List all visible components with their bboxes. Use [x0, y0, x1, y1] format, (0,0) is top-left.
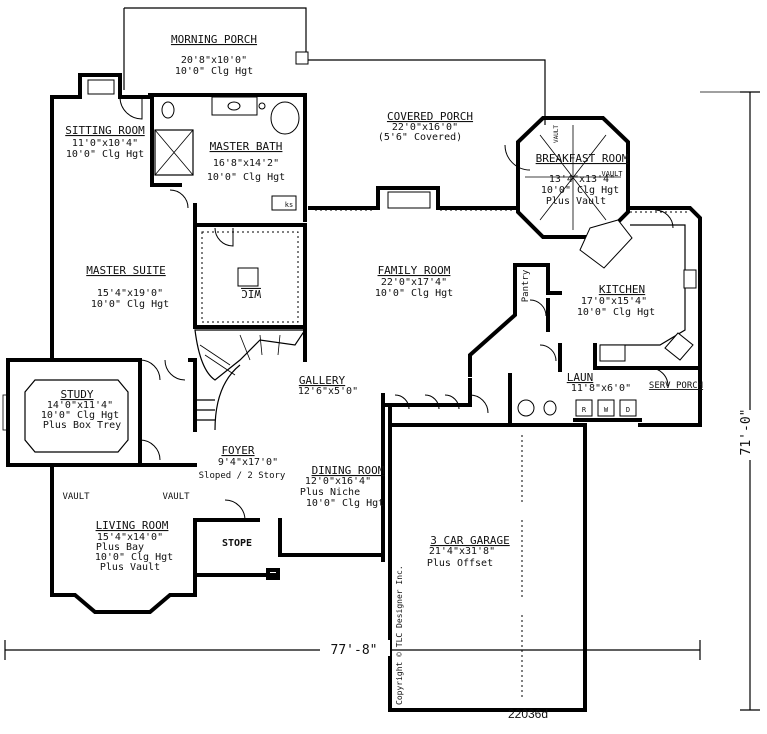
foyer-dim: 9'4"x17'0" [218, 457, 278, 468]
study-dim: 14'0"x11'4" [47, 400, 113, 411]
sitting-room-note: 10'0" Clg Hgt [66, 149, 144, 160]
breakfast-room-name: BREAKFAST ROOM [536, 152, 629, 165]
vault-left-mark: VAULT [62, 492, 90, 502]
morning-porch-note: 10'0" Clg Hgt [175, 66, 253, 77]
covered-porch-note: (5'6" Covered) [378, 132, 462, 143]
depth-dimension: 71'-0" [739, 409, 754, 456]
master-bath-name: MASTER BATH [210, 140, 283, 153]
foyer-name: FOYER [221, 444, 254, 457]
family-room-note: 10'0" Clg Hgt [375, 288, 453, 299]
vault-right-mark: VAULT [162, 492, 190, 502]
pantry-name: Pantry [521, 269, 531, 302]
living-room-name: LIVING ROOM [96, 519, 169, 532]
vault-breakfast-right-mark: VAULT [601, 170, 623, 178]
morning-porch-outline [123, 7, 546, 125]
room-labels: MORNING PORCH 20'8"x10'0" 10'0" Clg Hgt … [41, 33, 703, 573]
door-swings [119, 96, 674, 521]
gallery-name: GALLERY [299, 374, 346, 387]
copyright-text: Copyright © TLC Designer Inc. [395, 565, 404, 705]
kitchen-note: 10'0" Clg Hgt [577, 307, 655, 318]
interior-details [2, 96, 697, 700]
living-room-note: Plus Bay [96, 542, 144, 553]
dining-room-dim: 12'0"x16'4" [305, 476, 371, 487]
vault-breakfast-top-mark: VAULT [553, 125, 560, 143]
family-room-dim: 22'0"x17'4" [381, 277, 447, 288]
master-suite-dim: 15'4"x19'0" [97, 288, 163, 299]
study-note: 10'0" Clg Hgt [41, 410, 119, 421]
dryer-mark: D [626, 406, 630, 414]
width-dimension: 77'-8" [331, 643, 378, 658]
sink-mark: R [582, 406, 587, 414]
master-bath-dim: 16'8"x14'2" [213, 158, 279, 169]
washer-mark: W [604, 406, 609, 414]
laun-dim: 11'8"x6'0" [571, 383, 631, 394]
sitting-room-name: SITTING ROOM [65, 124, 145, 137]
morning-porch-name: MORNING PORCH [171, 33, 257, 46]
living-room-extra: 10'0" Clg Hgt [95, 552, 173, 563]
garage-name: 3 CAR GARAGE [430, 534, 509, 547]
dimension-labels: 77'-8" 71'-0" [320, 409, 760, 658]
study-name: STUDY [60, 388, 93, 401]
breakfast-room-note: 10'0" Clg Hgt [541, 185, 619, 196]
covered-porch-dim: 22'0"x16'0" [392, 122, 458, 133]
exterior-walls [6, 73, 702, 712]
living-room-extra2: Plus Vault [100, 562, 160, 573]
dining-room-name: DINING ROOM [312, 464, 385, 477]
study-extra: Plus Box Trey [43, 420, 121, 431]
plan-number: 22036d [508, 707, 548, 721]
breakfast-room-extra: Plus Vault [546, 196, 606, 207]
plan-marks: VAULT VAULT VAULT VAULT ks R W D [62, 125, 630, 502]
stope-name: STOPE [222, 538, 252, 549]
family-room-name: FAMILY ROOM [378, 264, 451, 277]
laun-name: LAUN [567, 371, 594, 384]
ks-mark: ks [285, 201, 293, 209]
master-suite-name: MASTER SUITE [86, 264, 165, 277]
wic-name: WIC [241, 287, 261, 300]
living-room-dim: 15'4"x14'0" [97, 532, 163, 543]
gallery-dim: 12'6"x5'0" [298, 386, 358, 397]
foyer-note: Sloped / 2 Story [199, 471, 286, 481]
covered-porch-name: COVERED PORCH [387, 110, 473, 123]
dining-room-extra: 10'0" Clg Hgt [306, 498, 384, 509]
kitchen-dim: 17'0"x15'4" [581, 296, 647, 307]
morning-porch-dim: 20'8"x10'0" [181, 55, 247, 66]
master-bath-note: 10'0" Clg Hgt [207, 172, 285, 183]
garage-note: Plus Offset [427, 558, 493, 569]
serv-porch-name: SERV PORCH [649, 381, 703, 391]
dining-room-note: Plus Niche [300, 487, 360, 498]
kitchen-name: KITCHEN [599, 283, 645, 296]
master-suite-note: 10'0" Clg Hgt [91, 299, 169, 310]
breakfast-room-dim: 13'4"x13'4" [549, 174, 615, 185]
garage-dim: 21'4"x31'8" [429, 546, 495, 557]
sitting-room-dim: 11'0"x10'4" [72, 138, 138, 149]
